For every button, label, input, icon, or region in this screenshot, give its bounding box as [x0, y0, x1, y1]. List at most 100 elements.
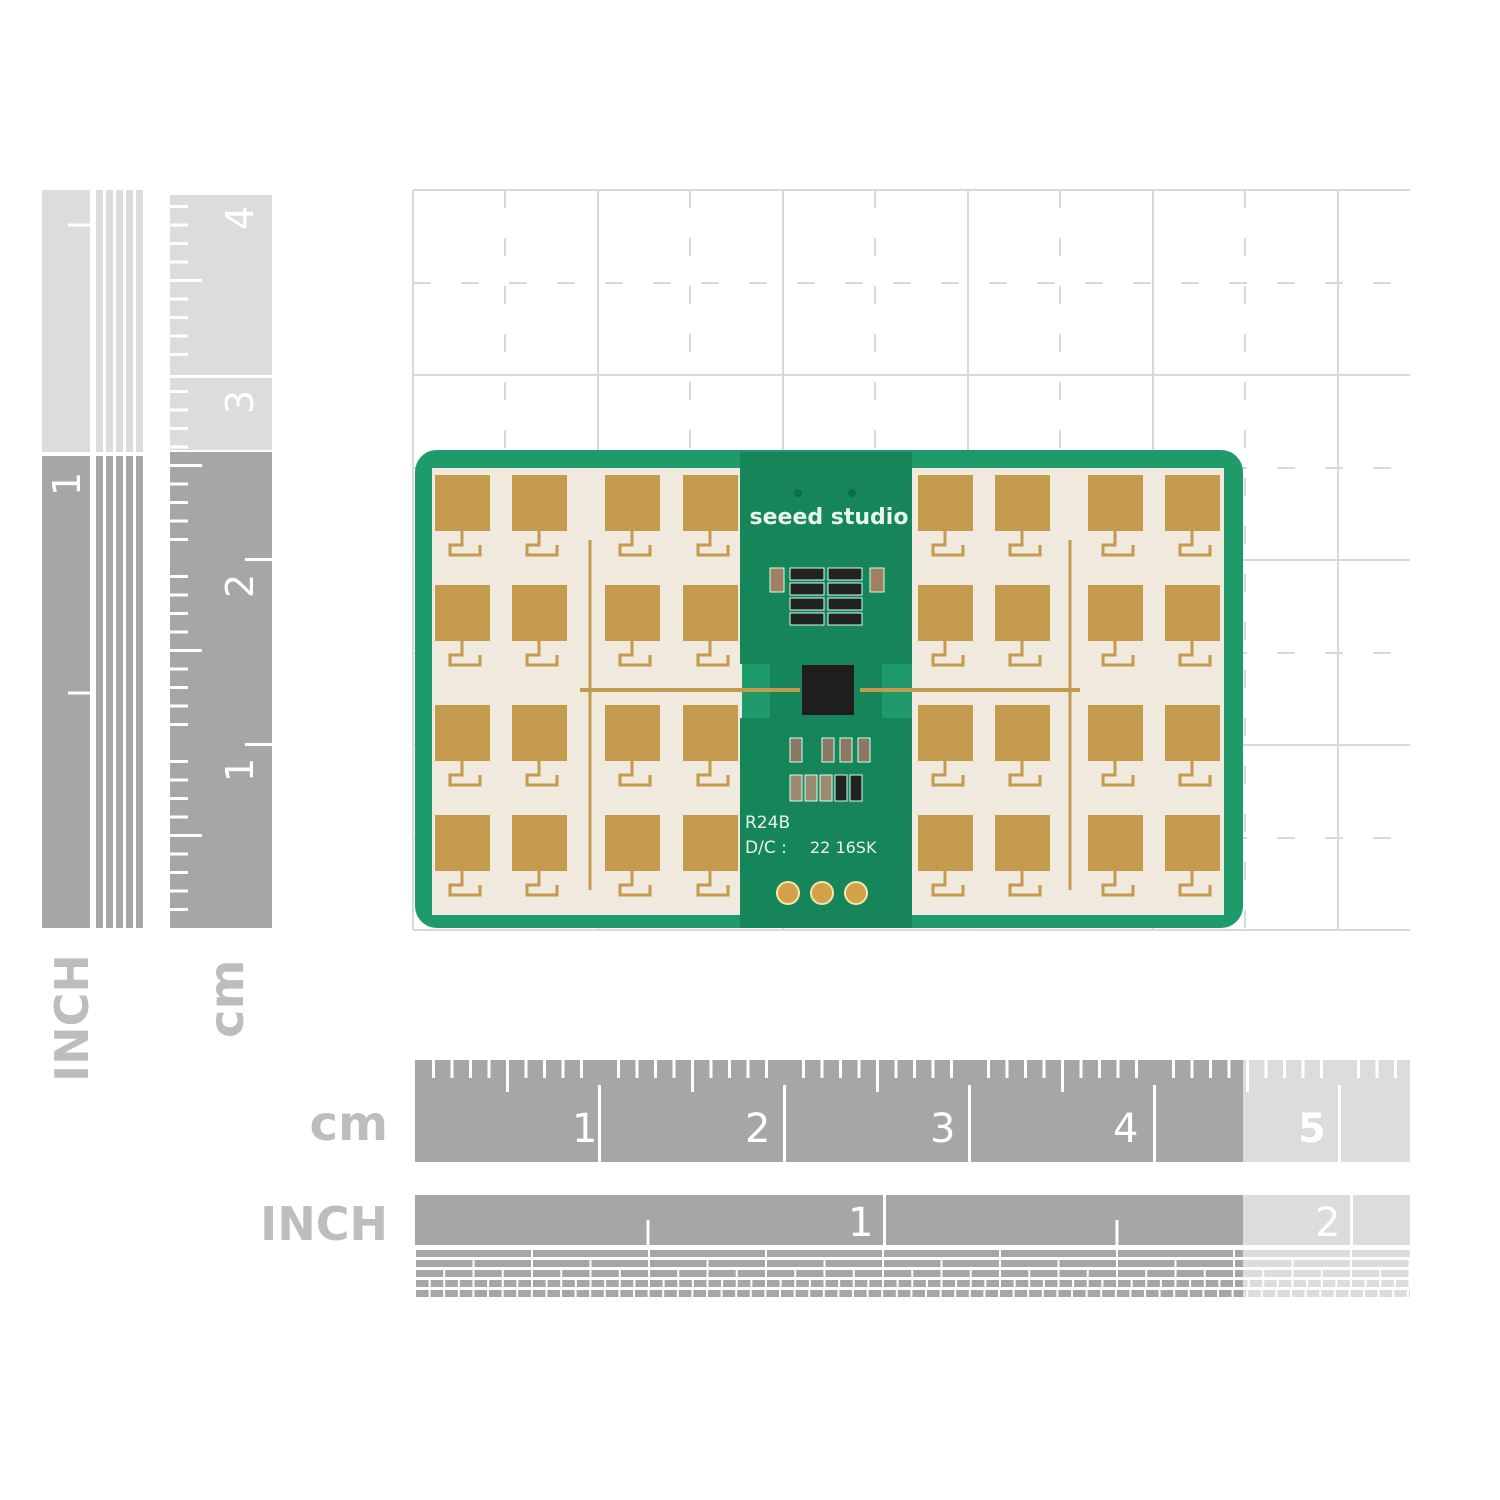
feed-line: [696, 871, 730, 897]
inch-fraction-row: [1243, 1270, 1410, 1277]
inch-separator: [883, 1195, 886, 1245]
left-cm-ruler-dark: [170, 452, 272, 928]
radar-chip: [802, 665, 854, 715]
feed-line: [448, 641, 482, 667]
antenna-patch: [1088, 475, 1143, 531]
cm-separator: [1153, 1085, 1156, 1165]
antenna-patch: [918, 585, 973, 641]
radar-module-pcb: [415, 450, 1243, 928]
feed-line: [1178, 531, 1212, 557]
feed-line: [1101, 641, 1135, 667]
pin-pad: [776, 881, 800, 905]
cm-number: 5: [1298, 1106, 1326, 1152]
cm-ruler-dark: [415, 1060, 1243, 1162]
inch-ruler-dark: [415, 1195, 1243, 1245]
inch-fraction-row: [415, 1250, 1243, 1257]
smd-component: [827, 612, 863, 626]
center-strip-top: [740, 452, 912, 664]
smd-component: [769, 567, 785, 593]
antenna-patch: [435, 815, 490, 871]
cm-separator: [598, 1085, 601, 1165]
left-inch-ruler-light: [42, 190, 90, 452]
feed-line: [1008, 871, 1042, 897]
cm-separator: [1338, 1085, 1341, 1165]
feed-line: [696, 761, 730, 787]
feed-line: [618, 641, 652, 667]
feed-line: [931, 871, 965, 897]
antenna-patch: [995, 475, 1050, 531]
cm-separator: [245, 558, 272, 561]
inch-fraction-row: [415, 1280, 1243, 1287]
antenna-patch: [512, 585, 567, 641]
antenna-patch: [918, 705, 973, 761]
feed-line: [525, 641, 559, 667]
feed-line: [1008, 641, 1042, 667]
cm-separator: [783, 1085, 786, 1165]
antenna-patch: [512, 705, 567, 761]
inch-fraction-row: [1243, 1250, 1410, 1257]
smd-component: [789, 597, 825, 611]
feed-line: [448, 761, 482, 787]
feed-line: [618, 871, 652, 897]
antenna-patch: [683, 585, 738, 641]
antenna-patch: [1088, 585, 1143, 641]
antenna-patch: [1088, 705, 1143, 761]
inch-fraction-row: [1243, 1260, 1410, 1267]
feed-line: [618, 531, 652, 557]
inch-fraction-col: [126, 190, 133, 452]
feed-line: [931, 531, 965, 557]
feed-line: [1101, 871, 1135, 897]
pin-pad: [810, 881, 834, 905]
smd-component: [804, 774, 818, 802]
smd-component: [821, 737, 835, 763]
antenna-patch: [605, 705, 660, 761]
antenna-patch: [605, 585, 660, 641]
inch-fraction-col: [126, 456, 133, 928]
antenna-patch: [435, 475, 490, 531]
cm-separator: [968, 1085, 971, 1165]
inch-fraction-row: [415, 1290, 1243, 1297]
cm-number: 1: [218, 758, 262, 782]
feed-line: [525, 871, 559, 897]
antenna-patch: [995, 705, 1050, 761]
antenna-patch: [1165, 815, 1220, 871]
antenna-patch: [435, 705, 490, 761]
rulers: [42, 190, 1416, 1297]
smd-component: [827, 567, 863, 581]
inch-fraction-col: [96, 190, 103, 452]
left-cm-label: cm: [199, 960, 255, 1038]
feed-line: [1008, 761, 1042, 787]
feed-line: [931, 641, 965, 667]
cm-number: 4: [218, 206, 262, 230]
via-hole: [794, 489, 802, 497]
feed-line: [1178, 761, 1212, 787]
antenna-patch: [683, 815, 738, 871]
feed-line: [1008, 531, 1042, 557]
cm-number: 3: [930, 1106, 955, 1152]
inch-fraction-col: [96, 456, 103, 928]
inch-fraction-col: [136, 190, 143, 452]
antenna-patch: [435, 585, 490, 641]
smd-component: [857, 737, 871, 763]
feed-line: [696, 531, 730, 557]
smd-component: [849, 774, 863, 802]
feed-line: [1178, 871, 1212, 897]
smd-component: [827, 597, 863, 611]
inch-fraction-col: [106, 190, 113, 452]
feed-line: [525, 761, 559, 787]
cm-ruler-light: [1243, 1060, 1410, 1162]
inch-fraction-col: [106, 456, 113, 928]
inch-number: 2: [1315, 1200, 1340, 1246]
feed-line: [1178, 641, 1212, 667]
brand-silkscreen: seeed studio: [750, 505, 909, 530]
cm-number: 3: [218, 390, 262, 414]
inch-separator: [1350, 1195, 1353, 1245]
feed-line: [696, 641, 730, 667]
model-silkscreen: R24B: [745, 813, 790, 833]
inch-fraction-row: [415, 1270, 1243, 1277]
antenna-patch: [1165, 585, 1220, 641]
smd-component: [819, 774, 833, 802]
inch-fraction-col: [116, 190, 123, 452]
date-code-value: 22 16SK: [810, 838, 877, 857]
